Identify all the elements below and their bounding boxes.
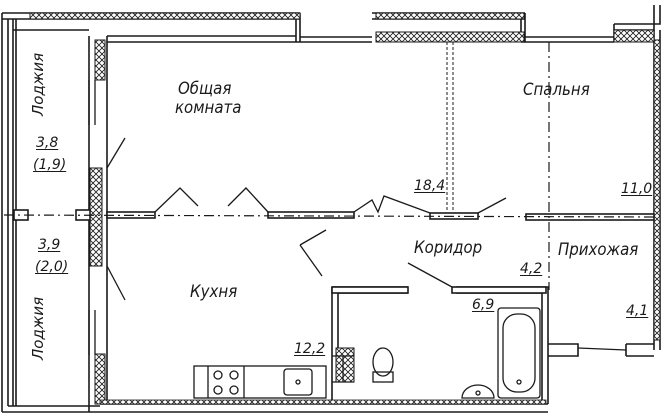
loggia-bottom-area-alt: (2,0) — [35, 259, 69, 275]
partition-mid-left — [267, 211, 355, 219]
stove-burner-1 — [213, 370, 223, 380]
bathroom-walls — [331, 286, 549, 404]
kitchen-area: 12,2 — [294, 341, 326, 357]
living-top-wall — [107, 35, 296, 43]
axis-line — [3, 214, 655, 218]
loggia-top-area: 3,8 — [36, 135, 59, 151]
kitchen-name: Кухня — [190, 280, 238, 302]
washbasin — [461, 384, 495, 399]
hall-area: 4,1 — [626, 303, 649, 319]
door-swing-bath — [407, 262, 453, 288]
living-room-name-line2: комната — [175, 96, 242, 118]
stove-burner-2 — [229, 370, 239, 380]
bathroom-area: 6,9 — [472, 297, 495, 313]
door-swing-2 — [227, 187, 269, 213]
bathtub-inner — [502, 313, 536, 393]
corridor-name: Коридор — [414, 236, 483, 258]
kitchen-counter — [193, 365, 327, 399]
bedroom-name: Спальня — [523, 78, 590, 100]
hall-name: Прихожая — [558, 238, 639, 260]
bathtub — [497, 307, 541, 399]
kitchen-sink — [283, 368, 313, 396]
door-swing-1 — [154, 187, 199, 213]
loggia-top-area-alt: (1,9) — [33, 157, 67, 173]
kitchen-counter-divider — [207, 366, 245, 398]
loggia-bottom-name: Лоджия — [29, 296, 47, 360]
bathroom-door-jamb-right — [451, 286, 547, 294]
bathroom-door-jamb-left — [331, 286, 409, 294]
left-exterior-wall — [1, 13, 9, 412]
window-hatching — [29, 12, 661, 405]
bathtub-drain — [516, 379, 522, 385]
washbasin-tap — [475, 390, 481, 396]
door-swing-hall — [577, 347, 627, 351]
loggia-bottom-area: 3,9 — [38, 237, 61, 253]
opening-dashed-line — [446, 42, 454, 212]
toilet — [372, 347, 394, 377]
bath-shelf — [332, 355, 354, 383]
hall-partition — [548, 343, 654, 357]
living-room-area: 18,4 — [414, 178, 446, 194]
bedroom-area: 11,0 — [621, 181, 653, 197]
corridor-area: 4,2 — [520, 261, 543, 277]
kitchen-sink-drain — [295, 379, 301, 385]
toilet-tank — [372, 371, 394, 383]
living-room-name: Общая — [178, 77, 232, 99]
stove-burner-3 — [213, 385, 223, 395]
door-swing-kitchen-loggia — [106, 137, 126, 301]
stove-burner-4 — [229, 385, 239, 395]
loggia-top-name: Лоджия — [29, 52, 47, 116]
bottom-exterior-wall — [2, 403, 548, 413]
door-swing-4 — [477, 197, 507, 214]
door-swing-5 — [299, 229, 327, 277]
loggia-left-door — [88, 80, 96, 355]
door-swing-3 — [353, 195, 431, 214]
